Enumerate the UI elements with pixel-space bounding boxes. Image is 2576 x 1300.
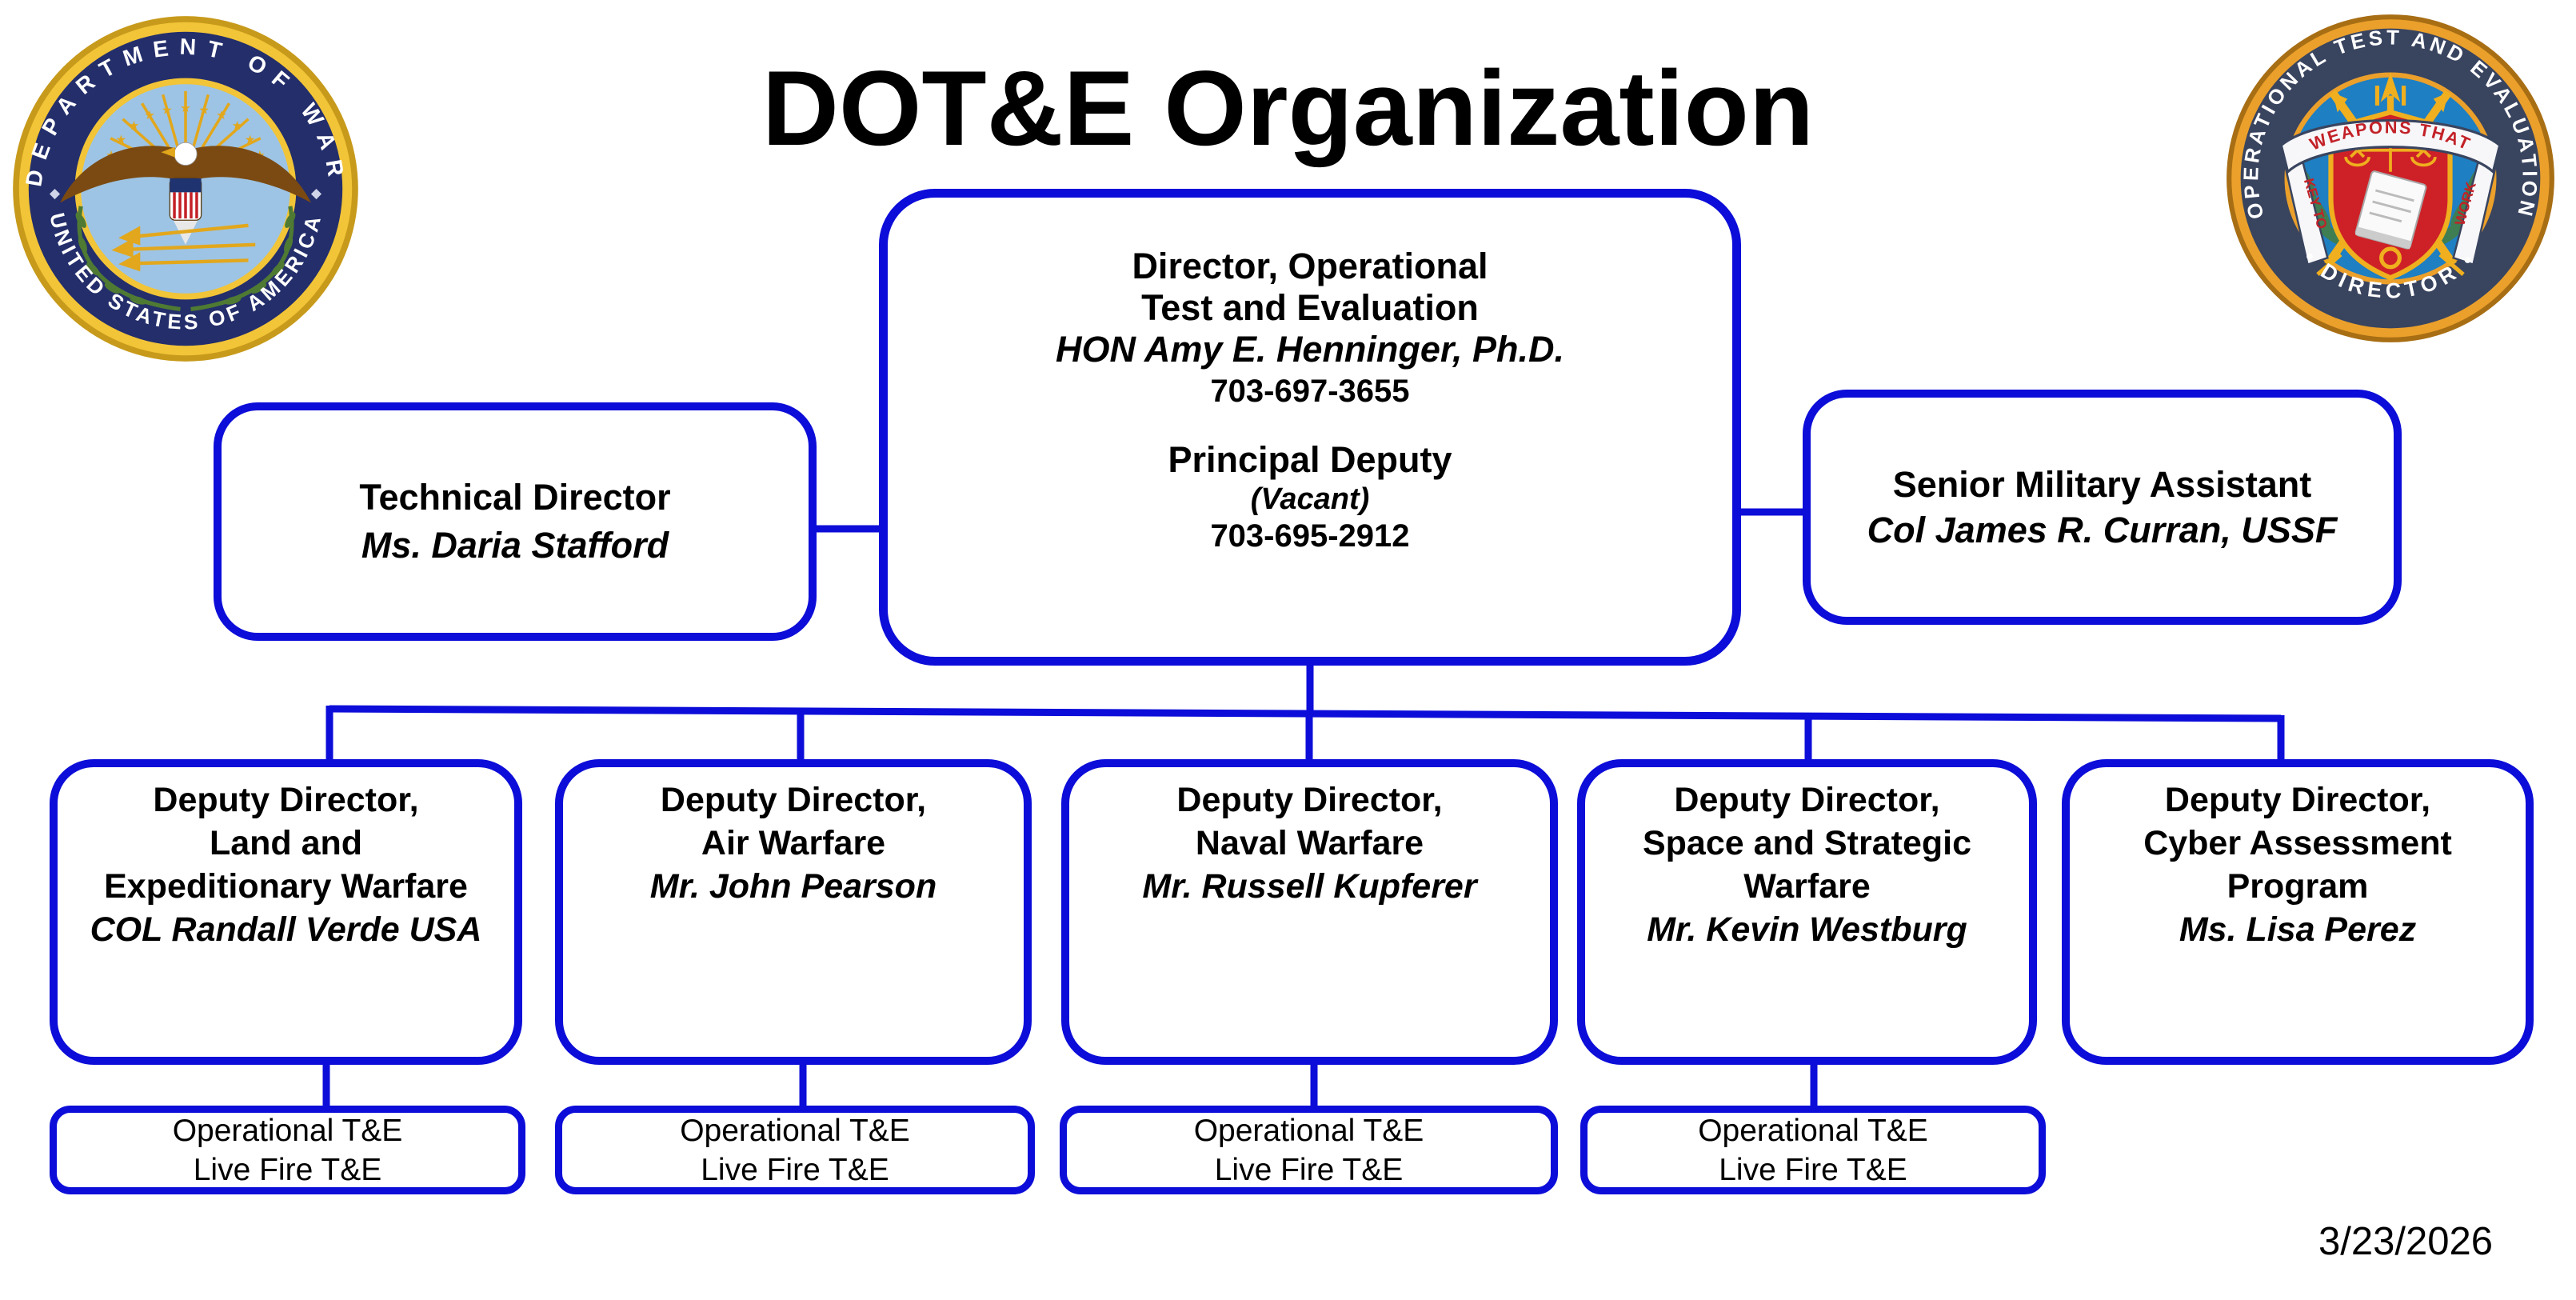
svg-text:★: ★ [116,132,127,146]
svg-text:★: ★ [216,108,227,122]
deputy-land-expeditionary-box: Deputy Director, Land and Expeditionary … [50,759,522,1065]
deputy-title-line: Deputy Director, [660,781,927,819]
principal-deputy-phone: 703-695-2912 [1210,518,1410,554]
deputy-title-line: Warfare [1743,867,1871,906]
sub-box-line: Live Fire T&E [193,1152,382,1187]
deputy-title-line: Naval Warfare [1195,824,1424,862]
department-of-war-seal: ★★★ ★★★ ★★★ ★★★ ★ [13,16,358,362]
deputy-name: Mr. Russell Kupferer [1142,867,1477,906]
deputy-title-line: Deputy Director, [2164,781,2431,819]
deputy-name: Mr. Kevin Westburg [1647,910,1967,949]
deputy-name: COL Randall Verde USA [90,910,482,949]
sub-box-line: Live Fire T&E [1214,1152,1404,1187]
deputy-title-line: Deputy Director, [1176,781,1443,819]
sub-box-ote-lfte: Operational T&E Live Fire T&E [1060,1106,1558,1194]
grommet-icon [2379,246,2402,270]
deputy-name: Mr. John Pearson [649,867,937,906]
svg-text:★: ★ [129,118,140,133]
slide-date: 3/23/2026 [2318,1220,2493,1263]
director-title-line1: Director, Operational [1132,246,1488,286]
deputy-naval-warfare-box: Deputy Director, Naval Warfare Mr. Russe… [1061,759,1558,1065]
shield-icon [169,178,202,221]
director-name: HON Amy E. Henninger, Ph.D. [1056,329,1564,370]
sub-box-ote-lfte: Operational T&E Live Fire T&E [50,1106,525,1194]
deputy-title-line: Cyber Assessment [2143,824,2452,862]
technical-director-name: Ms. Daria Stafford [361,525,669,566]
director-phone: 703-697-3655 [1210,374,1410,409]
svg-text:★: ★ [232,118,243,133]
sub-box-ote-lfte: Operational T&E Live Fire T&E [555,1106,1035,1194]
svg-text:★: ★ [162,102,173,117]
dote-director-seal: KEY TO WORK WEAPONS THAT OPERATIONAL TES… [2227,14,2554,342]
deputy-title-line: Deputy Director, [153,781,419,819]
arrows-icon [111,223,256,272]
connector-bus [329,705,2282,722]
deputy-title-line: Air Warfare [701,824,886,862]
laurel-leaves [75,212,296,305]
sub-box-line: Operational T&E [172,1113,403,1148]
deputy-title-line: Land and [209,824,363,862]
svg-text:★: ★ [245,132,256,146]
sub-box-line: Live Fire T&E [1719,1152,1907,1187]
svg-text:★: ★ [180,101,191,115]
sub-box-line: Operational T&E [1698,1113,1928,1148]
deputy-space-strategic-box: Deputy Director, Space and Strategic War… [1577,759,2037,1065]
sub-box-line: Operational T&E [1193,1113,1424,1148]
svg-text:★: ★ [198,102,210,117]
sub-box-ote-lfte: Operational T&E Live Fire T&E [1580,1106,2046,1194]
sma-name: Col James R. Curran, USSF [1867,510,2338,550]
director-title-line2: Test and Evaluation [1141,287,1479,328]
deputy-air-warfare-box: Deputy Director, Air Warfare Mr. John Pe… [555,759,1032,1065]
scroll-icon [2354,170,2427,250]
laurel-wreath-icon [77,206,294,312]
director-box: Director, Operational Test and Evaluatio… [879,189,1741,666]
page-title: DOT&E Organization [761,50,1815,168]
principal-deputy-name: (Vacant) [1250,482,1370,516]
technical-director-title: Technical Director [359,477,671,518]
principal-deputy-title: Principal Deputy [1168,439,1452,480]
deputy-title-line: Space and Strategic [1642,824,1972,862]
sub-box-line: Operational T&E [680,1113,910,1148]
svg-text:★: ★ [144,108,155,122]
scales-of-justice-icon [2344,135,2437,172]
sma-title: Senior Military Assistant [1892,464,2312,505]
technical-director-box: Technical Director Ms. Daria Stafford [214,402,817,641]
sub-box-line: Live Fire T&E [701,1152,889,1187]
deputy-name: Ms. Lisa Perez [2179,910,2417,949]
deputy-title-line: Expeditionary Warfare [104,867,468,906]
deputy-title-line: Deputy Director, [1674,781,1940,819]
deputy-title-line: Program [2227,867,2369,906]
senior-military-assistant-box: Senior Military Assistant Col James R. C… [1803,390,2402,625]
shield-icon [2328,109,2453,281]
deputy-cyber-assessment-box: Deputy Director, Cyber Assessment Progra… [2062,759,2534,1065]
